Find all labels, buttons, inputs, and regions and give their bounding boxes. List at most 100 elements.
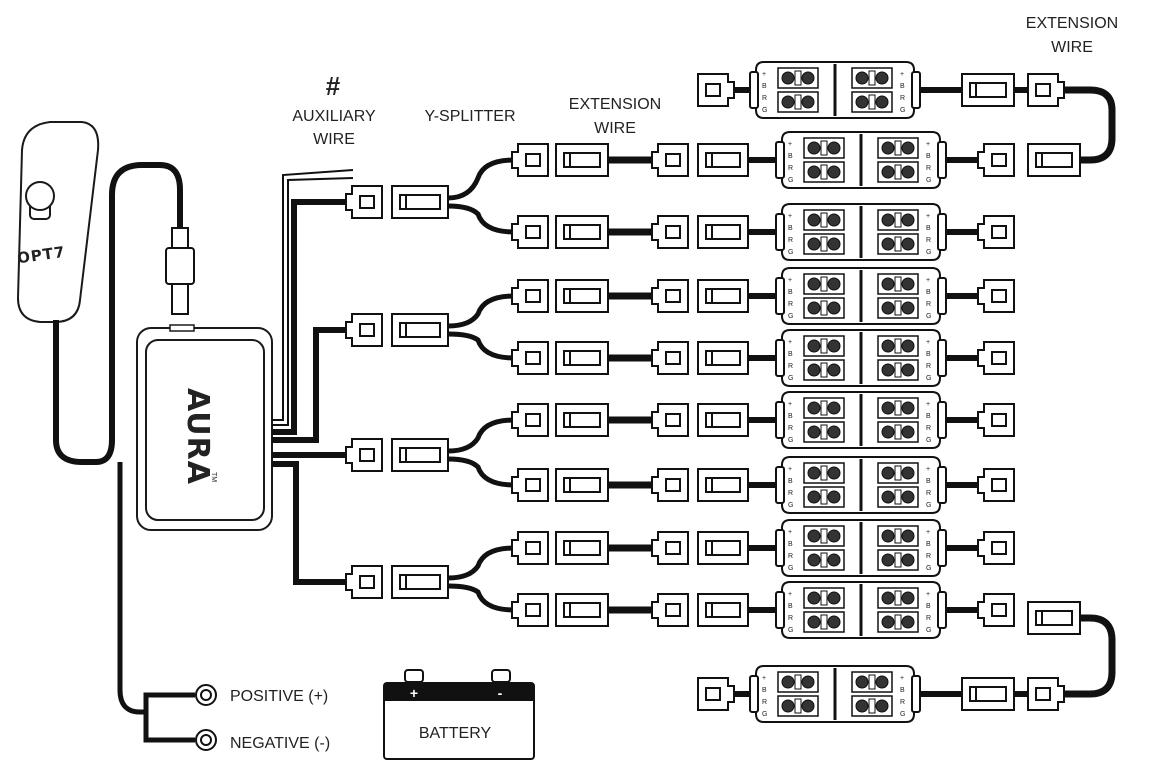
pin-label: R	[788, 425, 793, 432]
pin-label: R	[926, 301, 931, 308]
pin-label: +	[788, 277, 792, 284]
y-splitter-label: Y-SPLITTER	[425, 108, 516, 125]
pin-label: R	[788, 615, 793, 622]
pin-label: G	[788, 437, 793, 444]
controller-output-connector	[345, 438, 383, 472]
controller-brand: AURA	[180, 388, 215, 485]
y-splitter-connector	[391, 565, 449, 599]
pin-label: B	[762, 687, 767, 694]
branch-connector	[511, 279, 549, 313]
extension-female-connector	[651, 215, 689, 249]
branch-connector	[511, 531, 549, 565]
pin-label: +	[788, 339, 792, 346]
extension-male-connector	[961, 73, 1015, 107]
pin-label: R	[926, 237, 931, 244]
extension-wire-label-line1: EXTENSION	[569, 96, 661, 113]
extension-female-connector	[651, 531, 689, 565]
pod-input-connector	[697, 279, 749, 313]
pin-label: B	[926, 413, 931, 420]
pin-label: +	[788, 401, 792, 408]
extension-female-connector	[651, 403, 689, 437]
controller-output-connector	[345, 313, 383, 347]
pin-label: G	[762, 711, 767, 718]
pin-label: +	[926, 529, 930, 536]
pin-label: G	[926, 502, 931, 509]
pin-label: G	[926, 627, 931, 634]
extension-male-connector	[555, 593, 609, 627]
extension-female-connector	[651, 593, 689, 627]
pin-label: G	[788, 502, 793, 509]
pod-output-connector	[977, 341, 1015, 375]
light-pod: +BRG+BRG	[775, 519, 947, 577]
chain-end-connector	[697, 73, 735, 107]
pin-label: +	[788, 591, 792, 598]
pin-label: +	[788, 213, 792, 220]
pin-label: G	[788, 249, 793, 256]
branch-connector	[511, 593, 549, 627]
light-pod-extended: +BRG+BRG	[749, 61, 921, 119]
pin-label: G	[788, 375, 793, 382]
branch-connector	[511, 341, 549, 375]
pin-label: G	[926, 437, 931, 444]
pin-label: R	[788, 301, 793, 308]
pod-input-connector	[697, 531, 749, 565]
extension-male-connector	[555, 143, 609, 177]
light-pod: +BRG+BRG	[775, 329, 947, 387]
pin-label: B	[926, 153, 931, 160]
remote-controller: OPT7	[16, 121, 100, 323]
chain-end-connector	[697, 677, 735, 711]
pin-label: G	[900, 711, 905, 718]
controller-output-connector	[345, 565, 383, 599]
pin-label: B	[788, 413, 793, 420]
controller-output-connector	[345, 185, 383, 219]
pod-input-connector	[697, 403, 749, 437]
pin-label: +	[762, 71, 766, 78]
pin-label: R	[926, 615, 931, 622]
pin-label: B	[788, 225, 793, 232]
pin-label: B	[788, 478, 793, 485]
branch-connector	[511, 468, 549, 502]
y-splitter-branch	[447, 545, 515, 581]
extension-male-connector	[1027, 601, 1081, 635]
pod-output-connector	[977, 403, 1015, 437]
pin-label: R	[788, 165, 793, 172]
pod-input-connector	[697, 468, 749, 502]
pin-label: +	[788, 529, 792, 536]
pin-label: G	[788, 565, 793, 572]
pin-label: R	[788, 363, 793, 370]
extension-male-connector	[961, 677, 1015, 711]
pin-label: G	[926, 375, 931, 382]
pin-label: +	[926, 339, 930, 346]
pin-label: +	[926, 591, 930, 598]
pin-label: B	[926, 351, 931, 358]
remote-knob-icon	[25, 181, 55, 211]
pin-label: B	[762, 83, 767, 90]
pod-output-connector	[977, 279, 1015, 313]
extension-wire-top-label-line2: WIRE	[1051, 39, 1093, 56]
y-splitter-connector	[391, 185, 449, 219]
pin-label: +	[926, 466, 930, 473]
light-pod: +BRG+BRG	[775, 203, 947, 261]
extension-male-connector	[555, 403, 609, 437]
pin-label: +	[926, 277, 930, 284]
pin-label: R	[788, 237, 793, 244]
aura-controller: AURA TM	[136, 324, 273, 531]
y-splitter-branch	[447, 583, 515, 613]
pin-label: B	[926, 541, 931, 548]
pod-output-connector	[977, 215, 1015, 249]
pin-label: R	[900, 699, 905, 706]
pod-input-connector	[697, 143, 749, 177]
extension-wire	[1064, 614, 1116, 698]
battery: + - BATTERY	[383, 669, 535, 760]
pin-label: G	[788, 627, 793, 634]
battery-plus-sign: +	[410, 685, 418, 701]
pod-output-connector	[977, 531, 1015, 565]
hash-symbol: #	[326, 71, 341, 101]
extension-female-connector	[651, 279, 689, 313]
pod-output-connector	[977, 143, 1015, 177]
light-pod: +BRG+BRG	[775, 456, 947, 514]
extension-female-connector	[651, 468, 689, 502]
light-pod: +BRG+BRG	[775, 391, 947, 449]
